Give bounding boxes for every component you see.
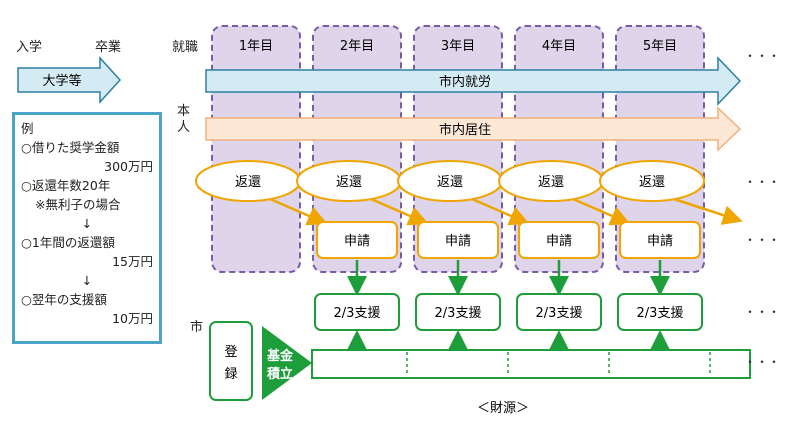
fund-arrow: [262, 326, 312, 400]
register-char-1: 登: [224, 345, 237, 360]
university-arrow: [17, 56, 122, 104]
apply-label-2: 申請: [445, 234, 471, 249]
example-line2: 300万円: [104, 159, 153, 174]
repay-arrow-3: [471, 197, 530, 226]
year-label-2: 2年目: [340, 39, 374, 54]
year-label-5: 5年目: [643, 39, 677, 54]
apply-box-4: [619, 221, 701, 259]
apply-label-4: 申請: [647, 234, 673, 249]
source-label: ＜財源＞: [477, 401, 529, 416]
fund-bar: [311, 349, 751, 379]
continuation-dots-2: ・・・: [744, 175, 780, 189]
register-box: [209, 321, 253, 401]
repay-label-1: 返還: [235, 175, 261, 190]
repay-label-4: 返還: [538, 175, 564, 190]
example-line8: 10万円: [112, 311, 153, 326]
example-line6: 15万円: [112, 254, 153, 269]
example-line4: ※無利子の場合: [35, 197, 121, 212]
continuation-dots-3: ・・・: [744, 233, 780, 247]
apply-box-3: [518, 221, 600, 259]
support-label-2: 2/3支援: [435, 306, 482, 321]
support-label-1: 2/3支援: [334, 306, 381, 321]
continuation-dots-4: ・・・: [744, 305, 780, 319]
repay-arrow-2: [370, 197, 429, 226]
continuation-dots-1: ・・・: [744, 49, 780, 63]
apply-box-1: [316, 221, 398, 259]
example-arrow1: ↓: [81, 216, 93, 231]
fund-label-line1: 基金: [266, 348, 294, 364]
repay-arrow-4: [572, 197, 631, 226]
year-label-4: 4年目: [542, 39, 576, 54]
header-nyugaku: 入学: [16, 40, 43, 55]
apply-label-3: 申請: [546, 234, 572, 249]
continuation-dots-5: ・・・: [744, 355, 780, 369]
example-line7: ○翌年の支援額: [21, 292, 107, 307]
apply-label-1: 申請: [344, 234, 370, 249]
fund-label-line2: 積立: [266, 366, 293, 382]
city-live-arrow: [205, 106, 742, 152]
example-box: 例 ○借りた奨学金額 300万円 ○返還年数20年 ※無利子の場合 ↓ ○1年間…: [12, 112, 162, 344]
repay-label-3: 返還: [437, 175, 463, 190]
repay-label-5: 返還: [639, 175, 665, 190]
example-line3: ○返還年数20年: [21, 178, 111, 193]
year-column-1: [211, 25, 301, 273]
apply-box-2: [417, 221, 499, 259]
header-shushoku: 就職: [172, 40, 199, 55]
repay-ellipse-5: [599, 160, 705, 202]
repay-arrow-5: [673, 197, 743, 225]
example-line1: ○借りた奨学金額: [21, 140, 120, 155]
example-arrow2: ↓: [81, 273, 93, 288]
year-label-1: 1年目: [239, 39, 273, 54]
register-char-2: 録: [224, 367, 237, 382]
city-work-label: 市内就労: [439, 74, 491, 90]
self-label: 本 人: [177, 104, 191, 135]
example-line5: ○1年間の返還額: [21, 235, 115, 250]
year-label-3: 3年目: [441, 39, 475, 54]
university-arrow-label: 大学等: [42, 73, 81, 89]
city-live-label: 市内居住: [439, 122, 491, 138]
repay-label-2: 返還: [336, 175, 362, 190]
example-title: 例: [21, 121, 34, 136]
support-label-4: 2/3支援: [637, 306, 684, 321]
city-work-arrow: [205, 56, 742, 106]
city-label: 市: [190, 320, 204, 335]
repay-arrow-1: [269, 197, 328, 226]
support-label-3: 2/3支援: [536, 306, 583, 321]
header-sotsugyo: 卒業: [95, 40, 122, 55]
